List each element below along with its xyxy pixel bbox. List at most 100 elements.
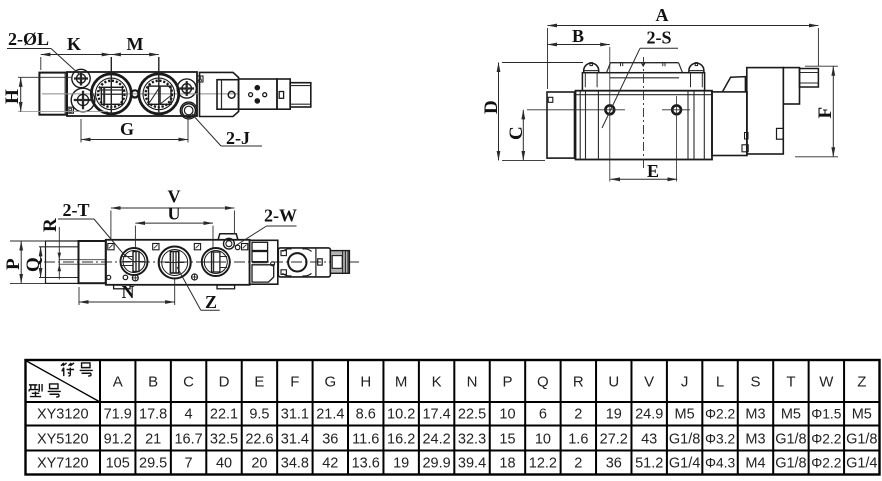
svg-text:2-W: 2-W xyxy=(264,206,297,226)
svg-text:91.2: 91.2 xyxy=(104,432,132,448)
svg-text:17.8: 17.8 xyxy=(139,407,167,423)
svg-text:1.6: 1.6 xyxy=(568,432,588,448)
svg-text:E: E xyxy=(647,161,659,181)
svg-text:29.5: 29.5 xyxy=(139,456,167,472)
svg-text:B: B xyxy=(68,107,73,114)
svg-text:2: 2 xyxy=(574,407,582,423)
svg-text:M5: M5 xyxy=(852,407,872,423)
svg-text:29.9: 29.9 xyxy=(422,456,450,472)
svg-text:Φ4.3: Φ4.3 xyxy=(705,456,736,471)
svg-text:Z: Z xyxy=(205,292,217,312)
svg-text:G1/8: G1/8 xyxy=(775,432,806,448)
svg-text:M3: M3 xyxy=(745,407,765,423)
svg-text:A: A xyxy=(113,374,123,391)
svg-text:15: 15 xyxy=(499,432,515,448)
svg-text:34.8: 34.8 xyxy=(281,456,309,472)
svg-text:105: 105 xyxy=(106,456,130,472)
svg-text:G1/4: G1/4 xyxy=(669,456,700,472)
svg-text:V: V xyxy=(644,374,654,391)
svg-text:C: C xyxy=(183,374,194,391)
svg-text:36: 36 xyxy=(322,432,338,448)
svg-text:M4: M4 xyxy=(745,456,765,472)
svg-text:9.5: 9.5 xyxy=(249,407,269,423)
svg-text:M: M xyxy=(395,374,408,391)
svg-text:N: N xyxy=(467,374,478,391)
svg-text:R: R xyxy=(573,374,584,391)
svg-text:H: H xyxy=(2,89,23,104)
svg-text:L: L xyxy=(716,374,724,391)
svg-text:17.4: 17.4 xyxy=(422,407,450,423)
svg-text:22.6: 22.6 xyxy=(245,432,273,448)
svg-text:F: F xyxy=(815,107,836,119)
svg-text:B: B xyxy=(572,26,584,46)
svg-text:42: 42 xyxy=(322,456,338,472)
svg-text:E: E xyxy=(254,374,264,391)
svg-text:XY7120: XY7120 xyxy=(37,456,89,472)
svg-text:G1/4: G1/4 xyxy=(846,456,877,472)
svg-text:M5: M5 xyxy=(781,407,801,423)
svg-text:31.1: 31.1 xyxy=(281,407,309,423)
svg-text:A: A xyxy=(656,5,669,25)
svg-text:10: 10 xyxy=(535,432,551,448)
svg-text:4: 4 xyxy=(185,407,193,423)
svg-text:2-J: 2-J xyxy=(226,128,250,148)
svg-text:21.4: 21.4 xyxy=(316,407,344,423)
svg-text:M5: M5 xyxy=(675,407,695,423)
svg-text:XY5120: XY5120 xyxy=(37,432,89,448)
svg-text:12.2: 12.2 xyxy=(529,456,557,472)
svg-text:36: 36 xyxy=(606,456,622,472)
svg-text:22.5: 22.5 xyxy=(458,407,486,423)
svg-text:20: 20 xyxy=(251,456,267,472)
svg-text:32.5: 32.5 xyxy=(210,432,238,448)
svg-text:13.6: 13.6 xyxy=(352,456,380,472)
svg-text:P: P xyxy=(502,374,512,391)
svg-text:51.2: 51.2 xyxy=(635,456,663,472)
svg-text:16.7: 16.7 xyxy=(174,432,202,448)
svg-text:B: B xyxy=(148,374,158,391)
svg-text:G1/8: G1/8 xyxy=(775,456,806,472)
svg-text:40: 40 xyxy=(216,456,232,472)
svg-text:18: 18 xyxy=(499,456,515,472)
svg-text:P: P xyxy=(3,258,24,270)
svg-text:24.9: 24.9 xyxy=(635,407,663,423)
svg-text:10.2: 10.2 xyxy=(387,407,415,423)
svg-text:71.9: 71.9 xyxy=(104,407,132,423)
svg-text:21: 21 xyxy=(145,432,161,448)
svg-text:24.2: 24.2 xyxy=(422,432,450,448)
svg-text:U: U xyxy=(168,204,181,224)
svg-text:H: H xyxy=(360,374,371,391)
svg-text:G: G xyxy=(324,374,336,391)
svg-text:T: T xyxy=(786,374,795,391)
svg-text:Φ2.2: Φ2.2 xyxy=(811,432,841,447)
svg-text:6: 6 xyxy=(539,407,547,423)
svg-text:V: V xyxy=(168,187,181,207)
svg-text:2-ØL: 2-ØL xyxy=(8,29,49,49)
svg-text:K: K xyxy=(67,34,81,54)
svg-text:11.6: 11.6 xyxy=(352,432,379,448)
svg-text:32.3: 32.3 xyxy=(458,432,486,448)
svg-text:XY3120: XY3120 xyxy=(37,407,89,423)
svg-text:19: 19 xyxy=(393,456,409,472)
svg-text:Φ2.2: Φ2.2 xyxy=(811,456,841,471)
svg-text:M: M xyxy=(127,34,144,54)
svg-text:22.1: 22.1 xyxy=(210,407,238,423)
svg-text:G1/8: G1/8 xyxy=(846,432,877,448)
svg-text:G1/8: G1/8 xyxy=(669,432,700,448)
svg-text:U: U xyxy=(608,374,619,391)
svg-text:Q: Q xyxy=(23,257,44,272)
svg-text:N: N xyxy=(122,282,135,302)
svg-text:Z: Z xyxy=(857,374,866,391)
svg-text:8.6: 8.6 xyxy=(356,407,376,423)
svg-text:2-T: 2-T xyxy=(63,200,90,220)
svg-text:D: D xyxy=(219,374,230,391)
svg-text:G: G xyxy=(120,119,134,139)
svg-text:S: S xyxy=(750,374,760,391)
svg-text:F: F xyxy=(290,374,299,391)
svg-text:D: D xyxy=(481,100,502,114)
svg-text:W: W xyxy=(819,374,834,391)
svg-text:M3: M3 xyxy=(745,432,765,448)
svg-text:16.2: 16.2 xyxy=(387,432,415,448)
svg-text:J: J xyxy=(681,374,689,391)
svg-text:43: 43 xyxy=(641,432,657,448)
svg-text:C: C xyxy=(506,126,527,140)
